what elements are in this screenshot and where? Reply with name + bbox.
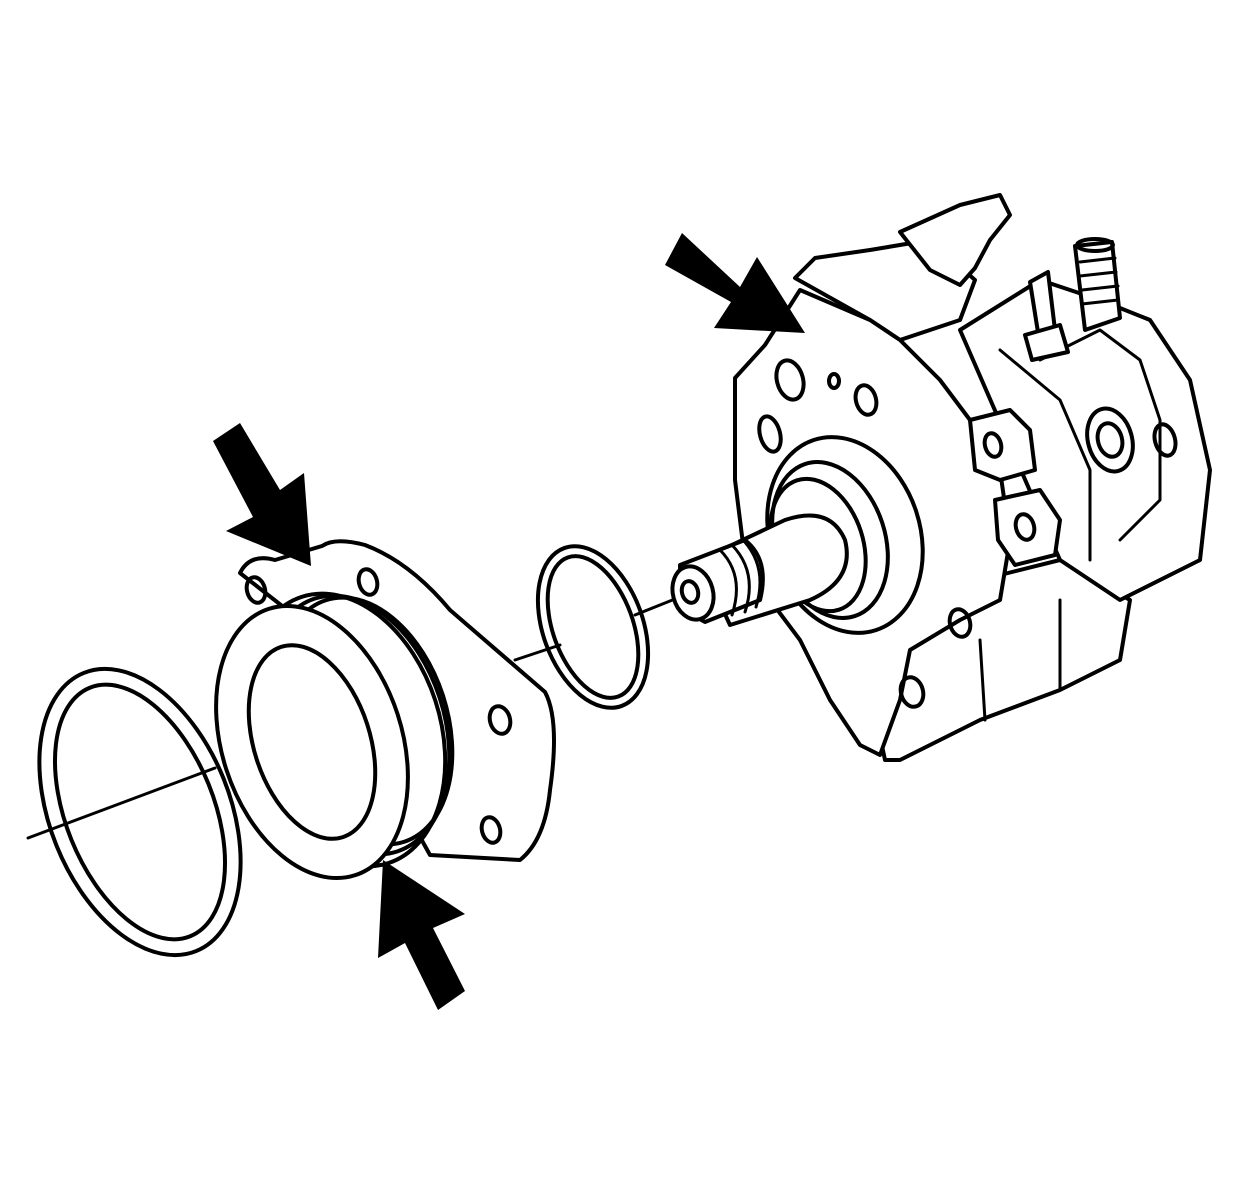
large-o-ring: [37, 666, 243, 958]
callout-arrows: [213, 233, 805, 1010]
pump-mounting-flange: [214, 539, 556, 881]
fuel-injection-pump: [670, 193, 1212, 762]
arrow-pump-face: [665, 233, 805, 333]
arrow-flange-bottom: [378, 860, 465, 1010]
small-o-ring: [535, 544, 651, 710]
arrow-flange-top: [213, 423, 311, 566]
